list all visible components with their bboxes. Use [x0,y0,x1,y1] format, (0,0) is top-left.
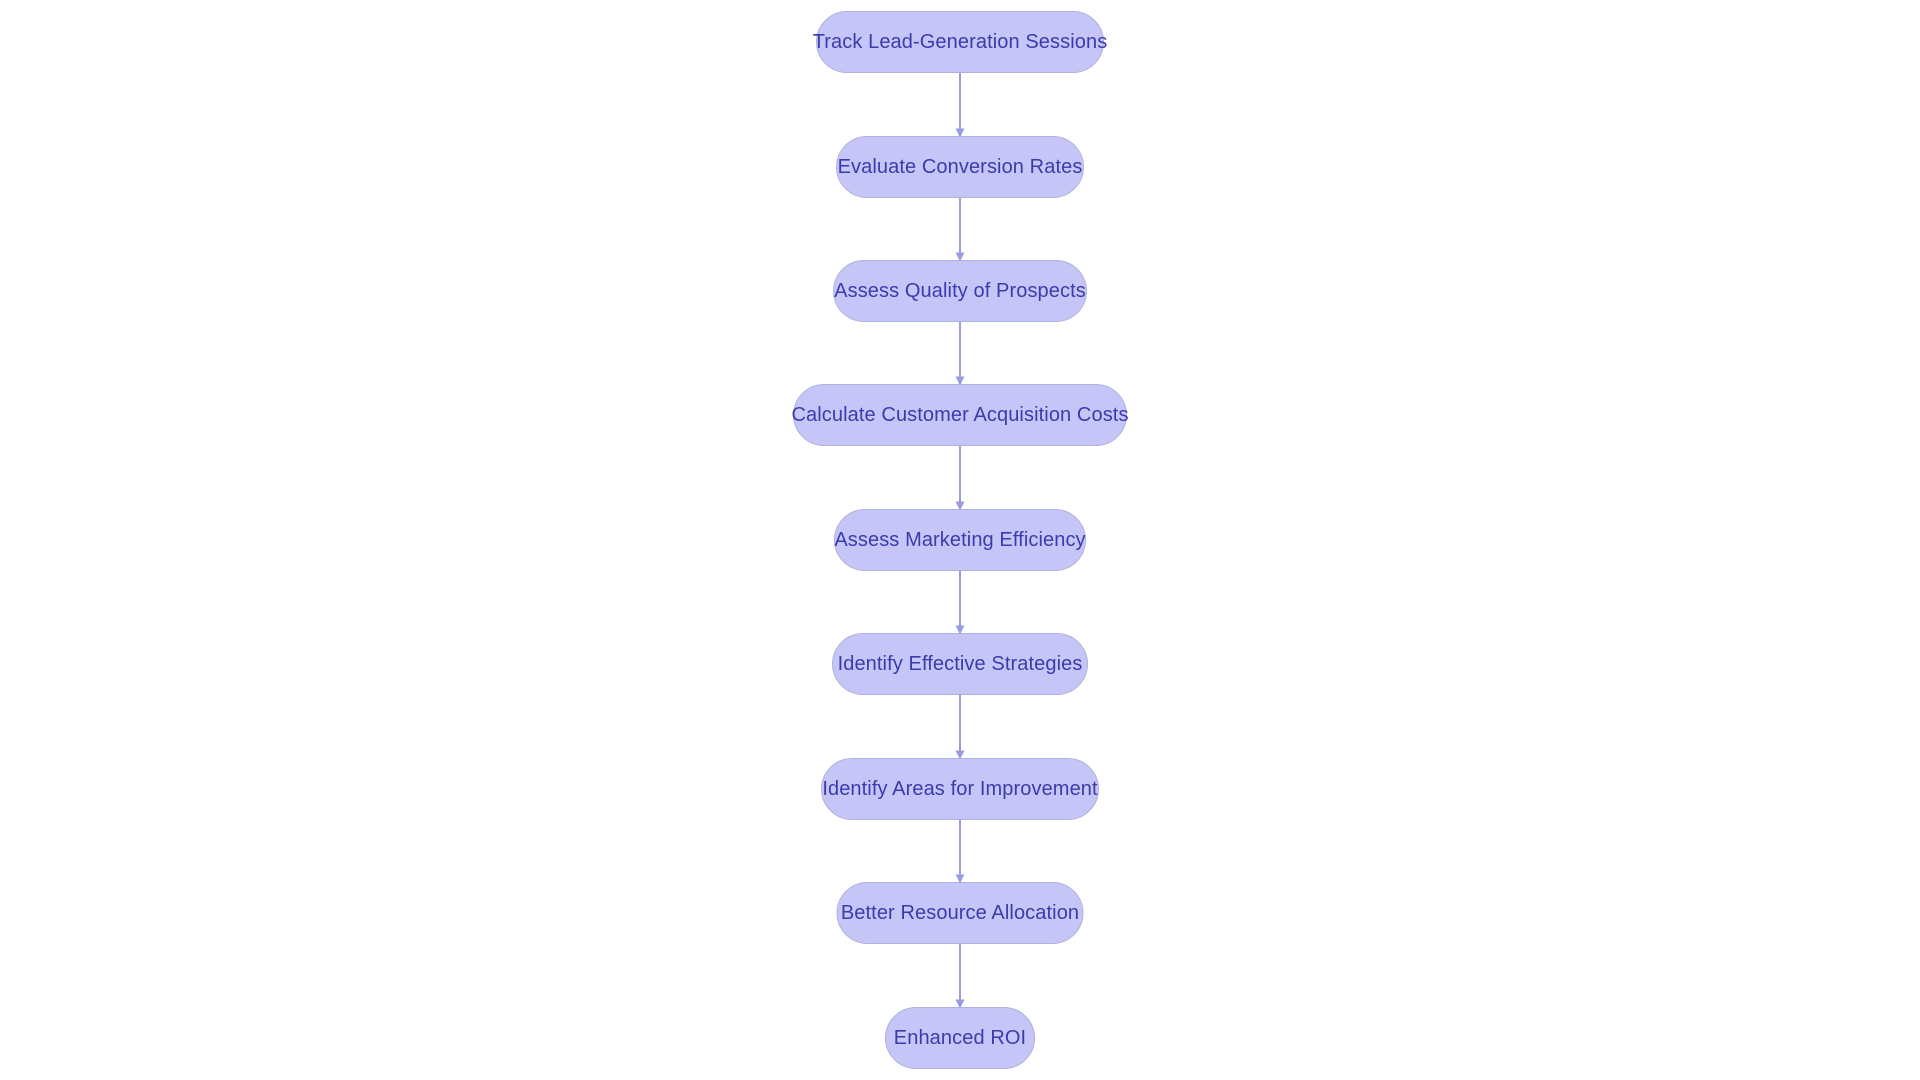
flow-node-assess-quality-of-prospects[interactable]: Assess Quality of Prospects [833,260,1087,322]
flow-node-identify-effective-strategies[interactable]: Identify Effective Strategies [832,633,1088,695]
flow-node-label: Calculate Customer Acquisition Costs [791,404,1129,426]
flow-node-better-resource-allocation[interactable]: Better Resource Allocation [836,882,1084,944]
flow-node-label: Assess Quality of Prospects [834,280,1086,302]
flow-node-label: Track Lead-Generation Sessions [812,31,1108,53]
flow-node-label: Assess Marketing Efficiency [834,529,1086,551]
flow-node-label: Better Resource Allocation [840,902,1080,924]
flow-node-calculate-customer-acquisition-costs[interactable]: Calculate Customer Acquisition Costs [791,384,1129,446]
flow-node-evaluate-conversion-rates[interactable]: Evaluate Conversion Rates [836,136,1084,198]
flow-node-label: Evaluate Conversion Rates [837,156,1083,178]
flow-node-identify-areas-for-improvement[interactable]: Identify Areas for Improvement [821,758,1099,820]
flow-node-label: Identify Effective Strategies [837,653,1083,675]
flow-node-label: Identify Areas for Improvement [822,778,1098,800]
flow-node-enhanced-roi[interactable]: Enhanced ROI [885,1007,1035,1069]
flow-node-label: Enhanced ROI [893,1027,1027,1049]
flow-node-track-lead-generation-sessions[interactable]: Track Lead-Generation Sessions [813,11,1107,73]
flow-node-assess-marketing-efficiency[interactable]: Assess Marketing Efficiency [834,509,1086,571]
